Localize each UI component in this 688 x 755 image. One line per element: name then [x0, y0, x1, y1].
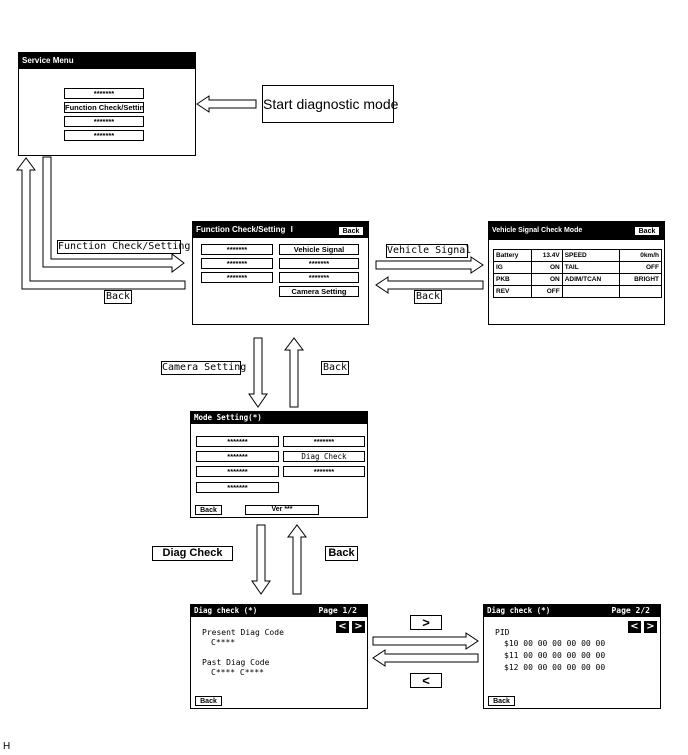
- function-check-title-text: Function Check/Setting: [196, 225, 286, 234]
- mode-setting-right-item-3[interactable]: *******: [283, 466, 365, 477]
- diag2-title: Diag check (*): [484, 605, 660, 617]
- mode-setting-left-item-4[interactable]: *******: [196, 482, 279, 493]
- diag1-back-button[interactable]: Back: [195, 696, 222, 706]
- diag-check-button[interactable]: Diag Check: [283, 451, 365, 462]
- function-check-left-item-2[interactable]: *******: [201, 258, 273, 269]
- arrow-vehicle-back: [375, 276, 484, 294]
- arrow-service-to-function-check: [42, 156, 185, 273]
- service-menu-title: Service Menu: [19, 53, 195, 69]
- mode-setting-left-item-1[interactable]: *******: [196, 436, 279, 447]
- vs-key: Battery: [492, 249, 533, 262]
- label-back-1: Back: [104, 290, 132, 304]
- diag1-prev-button[interactable]: <: [336, 621, 349, 633]
- function-check-left-item-1[interactable]: *******: [201, 244, 273, 255]
- vs-key: [561, 285, 621, 298]
- past-diag-code-value: C**** C****: [211, 668, 264, 677]
- vs-key: ADIM/TCAN: [561, 273, 621, 286]
- service-menu-item-function-check[interactable]: Function Check/Setting: [64, 102, 144, 113]
- present-diag-code-value: C****: [211, 638, 236, 647]
- label-camera-setting: Camera Setting: [161, 361, 247, 375]
- arrow-diag-back: [287, 524, 307, 595]
- diag2-page-number: Page 2/2: [611, 606, 650, 615]
- vs-value: 0km/h: [619, 249, 662, 262]
- arrow-function-back-to-service: [16, 157, 186, 290]
- arrow-next-page: [372, 632, 479, 650]
- label-back-2: Back: [414, 290, 442, 304]
- function-check-screen: Function Check/Setting I Back ******* **…: [192, 221, 369, 325]
- arrow-prev-page: [372, 649, 479, 667]
- mode-setting-back-button[interactable]: Back: [195, 505, 222, 515]
- function-check-title-suffix: I: [290, 225, 293, 234]
- function-check-right-item-3[interactable]: *******: [279, 272, 359, 283]
- vs-value: [619, 285, 662, 298]
- vehicle-signal-title: Vehicle Signal Check Mode: [489, 222, 664, 240]
- label-back-3: Back: [321, 361, 349, 375]
- vs-value: ON: [531, 273, 563, 286]
- diag1-next-button[interactable]: >: [352, 621, 365, 633]
- diag2-prev-button[interactable]: <: [628, 621, 641, 633]
- mode-setting-left-item-2[interactable]: *******: [196, 451, 279, 462]
- pid-row-10: $10 00 00 00 00 00 00: [504, 639, 606, 648]
- vs-value: ON: [531, 261, 563, 274]
- label-diag-check: Diag Check: [152, 546, 233, 561]
- mode-setting-right-item-1[interactable]: *******: [283, 436, 365, 447]
- vehicle-signal-back-button[interactable]: Back: [634, 226, 660, 236]
- function-check-title: Function Check/Setting I: [193, 222, 368, 238]
- diag1-title: Diag check (*): [191, 605, 367, 617]
- start-diagnostic-label: Start diagnostic mode: [262, 85, 398, 123]
- past-diag-code-label: Past Diag Code: [202, 658, 270, 667]
- mode-setting-left-item-3[interactable]: *******: [196, 466, 279, 477]
- vs-key: IG: [492, 261, 533, 274]
- pid-row-11: $11 00 00 00 00 00 00: [504, 651, 606, 660]
- arrow-to-vehicle-signal: [375, 256, 484, 274]
- vs-value: OFF: [619, 261, 662, 274]
- diag-check-page2-screen: Diag check (*) Page 2/2 < > PID $10 00 0…: [483, 604, 661, 709]
- vehicle-signal-button[interactable]: Vehicle Signal: [279, 244, 359, 255]
- function-check-left-item-3[interactable]: *******: [201, 272, 273, 283]
- label-prev-page: <: [410, 673, 442, 688]
- vs-value: OFF: [531, 285, 563, 298]
- function-check-right-item-2[interactable]: *******: [279, 258, 359, 269]
- label-back-4: Back: [325, 546, 358, 561]
- mode-setting-version: Ver ***: [245, 505, 319, 515]
- diag-check-page1-screen: Diag check (*) Page 1/2 < > Present Diag…: [190, 604, 368, 709]
- mode-setting-title: Mode Setting(*): [191, 412, 367, 424]
- vs-key: REV: [492, 285, 533, 298]
- vs-value: 13.4V: [531, 249, 563, 262]
- mode-setting-screen: Mode Setting(*) ******* ******* ******* …: [190, 411, 368, 518]
- service-menu-item-1[interactable]: *******: [64, 88, 144, 99]
- service-menu-item-3[interactable]: *******: [64, 116, 144, 127]
- label-function-check-setting: Function Check/Setting: [57, 240, 191, 254]
- present-diag-code-label: Present Diag Code: [202, 628, 284, 637]
- vs-key: TAIL: [561, 261, 621, 274]
- corner-letter: H: [3, 741, 11, 752]
- arrow-to-mode-setting: [248, 337, 268, 408]
- pid-label: PID: [495, 628, 510, 637]
- diag2-back-button[interactable]: Back: [488, 696, 515, 706]
- vs-key: PKB: [492, 273, 533, 286]
- vs-key: SPEED: [561, 249, 621, 262]
- service-menu-item-4[interactable]: *******: [64, 130, 144, 141]
- function-check-back-button[interactable]: Back: [338, 226, 364, 236]
- vs-value: BRIGHT: [619, 273, 662, 286]
- camera-setting-button[interactable]: Camera Setting: [279, 286, 359, 297]
- label-next-page: >: [410, 615, 442, 630]
- pid-row-12: $12 00 00 00 00 00 00: [504, 663, 606, 672]
- diag1-page-number: Page 1/2: [318, 606, 357, 615]
- service-menu-screen: Service Menu ******* Function Check/Sett…: [18, 52, 196, 156]
- arrow-mode-back: [284, 337, 304, 408]
- label-vehicle-signal: Vehicle Signal: [386, 244, 472, 258]
- arrow-start-to-service-menu: [196, 95, 257, 113]
- diag2-next-button[interactable]: >: [644, 621, 657, 633]
- arrow-to-diag-check: [251, 524, 271, 595]
